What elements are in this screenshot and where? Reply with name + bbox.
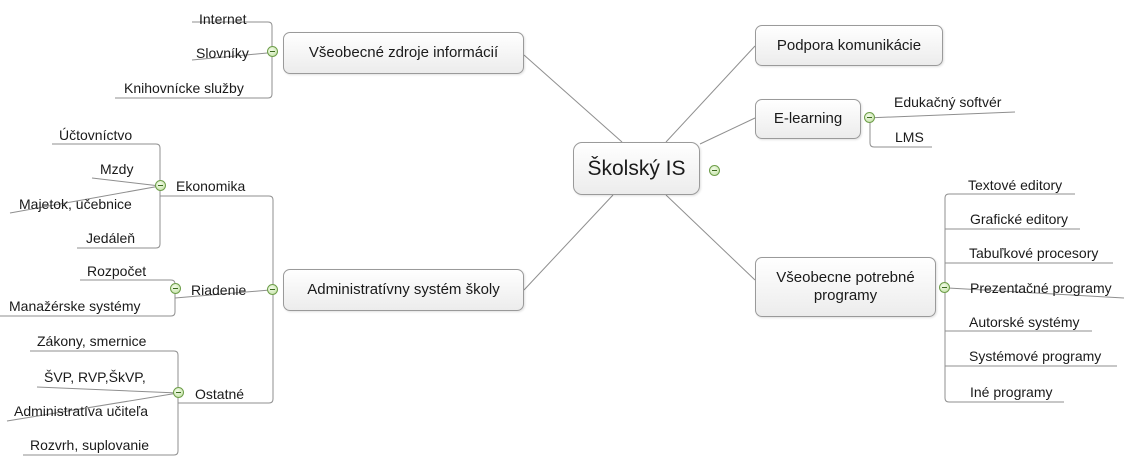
leaf-ine-programy[interactable]: Iné programy — [970, 384, 1053, 400]
leaf-graficke-editory[interactable]: Grafické editory — [970, 211, 1069, 227]
leaf-rozvrh-suplovanie[interactable]: Rozvrh, suplovanie — [30, 437, 150, 453]
leaf-majetok-ucebnice[interactable]: Majetok, učebnice — [19, 196, 132, 212]
collapse-toggle-icon[interactable] — [864, 112, 875, 123]
collapse-toggle-icon[interactable] — [155, 180, 166, 191]
central-topic[interactable]: Školský IS — [573, 142, 700, 195]
topic-administrativny[interactable]: Administratívny systém školy — [283, 269, 524, 311]
leaf-rozpocet[interactable]: Rozpočet — [87, 263, 147, 279]
leaf-uctovnictvo[interactable]: Účtovníctvo — [59, 127, 133, 143]
topic-vseobecne-programy[interactable]: Všeobecne potrebné programy — [755, 257, 936, 317]
leaf-prezentacne-programy[interactable]: Prezentačné programy — [970, 280, 1112, 296]
leaf-manazerske-systemy[interactable]: Manažérske systémy — [9, 298, 141, 314]
collapse-toggle-icon[interactable] — [173, 387, 184, 398]
leaf-autorske-systemy[interactable]: Autorské systémy — [969, 314, 1080, 330]
leaf-internet[interactable]: Internet — [199, 11, 247, 27]
leaf-textove-editory[interactable]: Textové editory — [968, 177, 1063, 193]
topic-vseobecne-zdroje[interactable]: Všeobecné zdroje informácií — [283, 32, 524, 74]
leaf-systemove-programy[interactable]: Systémové programy — [969, 348, 1102, 364]
collapse-toggle-icon[interactable] — [267, 284, 278, 295]
topic-podpora-komunikacie[interactable]: Podpora komunikácie — [755, 25, 943, 66]
collapse-toggle-icon[interactable] — [267, 46, 278, 57]
leaf-lms[interactable]: LMS — [895, 129, 924, 145]
subtopic-ekonomika[interactable]: Ekonomika — [176, 178, 246, 194]
collapse-toggle-icon[interactable] — [939, 282, 950, 293]
leaf-slovniky[interactable]: Slovníky — [196, 45, 249, 61]
topic-e-learning[interactable]: E-learning — [755, 99, 861, 139]
leaf-knihovnicke-sluzby[interactable]: Knihovnícke služby — [124, 80, 244, 96]
leaf-tabulkove-procesory[interactable]: Tabuľkové procesory — [969, 245, 1099, 261]
collapse-toggle-icon[interactable] — [709, 165, 720, 176]
subtopic-riadenie[interactable]: Riadenie — [191, 282, 247, 298]
collapse-toggle-icon[interactable] — [170, 283, 181, 294]
leaf-administrativa-ucitela[interactable]: Administratíva učiteľa — [14, 403, 149, 419]
subtopic-ostatne[interactable]: Ostatné — [195, 386, 245, 402]
leaf-mzdy[interactable]: Mzdy — [100, 161, 134, 177]
leaf-svp-rvp-skvp[interactable]: ŠVP, RVP,ŠkVP, — [44, 369, 146, 385]
leaf-edukacny-softver[interactable]: Edukačný softvér — [894, 94, 1002, 110]
leaf-zakony-smernice[interactable]: Zákony, smernice — [37, 333, 147, 349]
leaf-jedalen[interactable]: Jedáleň — [86, 230, 136, 246]
